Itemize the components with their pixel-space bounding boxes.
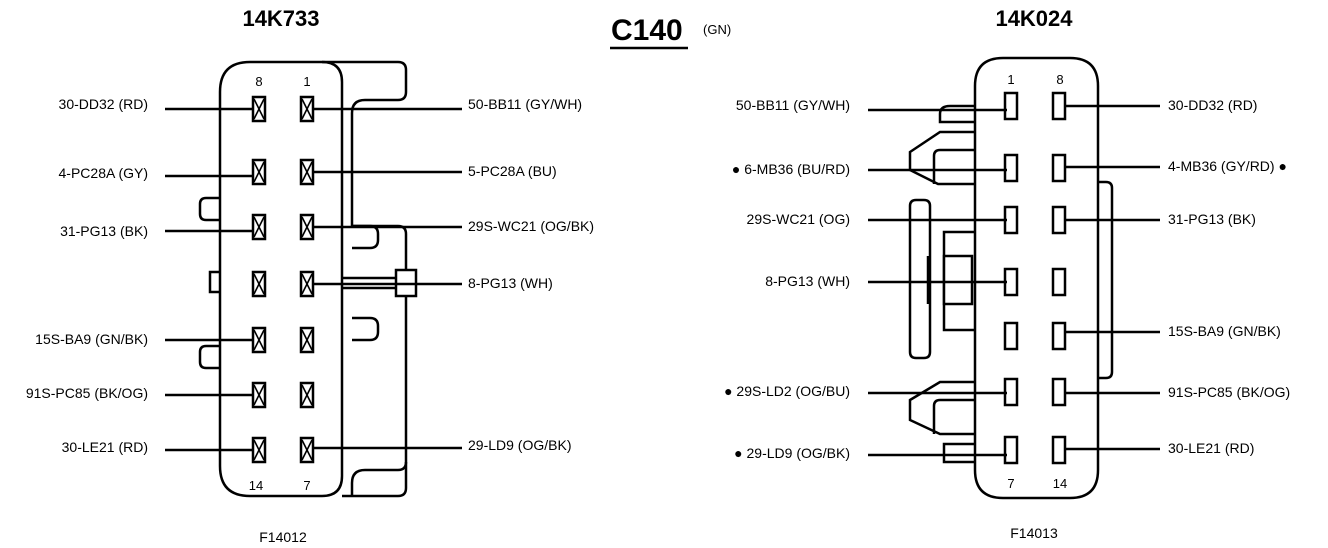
pin-cavity <box>251 270 267 298</box>
pin-cavity <box>1051 435 1067 465</box>
wire-label: 29-LD9 (OG/BK) <box>468 437 571 453</box>
left-latch-edge <box>342 462 408 498</box>
wire-label: ● 29-LD9 (OG/BK) <box>734 445 850 461</box>
pin-cavity <box>1051 267 1067 297</box>
left-pin-number-8: 8 <box>255 74 262 89</box>
pin-cavity <box>1003 321 1019 351</box>
right-connector-left-wires <box>868 108 1007 457</box>
wire-label: 30-DD32 (RD) <box>1168 97 1257 113</box>
pin-cavity <box>1051 91 1067 121</box>
pin-cavity <box>1003 435 1019 465</box>
pin-cavity <box>1051 377 1067 407</box>
left-part-number: 14K733 <box>242 6 319 31</box>
right-latch-lower <box>908 380 975 436</box>
wire-label: 4-PC28A (GY) <box>59 165 148 181</box>
pin-cavity <box>1051 153 1067 183</box>
left-notch-1 <box>352 224 380 250</box>
left-housing <box>218 60 344 498</box>
pin-cavity <box>1051 205 1067 235</box>
wire-label: 8-PG13 (WH) <box>468 275 553 291</box>
wire-label: ● 29S-LD2 (OG/BU) <box>724 383 850 399</box>
wire-label: 30-DD32 (RD) <box>59 96 148 112</box>
pin-cavity <box>299 158 315 186</box>
right-part-number: 14K024 <box>995 6 1073 31</box>
pin-cavity <box>299 213 315 241</box>
wire-label: 31-PG13 (BK) <box>1168 211 1256 227</box>
pin-cavity <box>251 436 267 464</box>
right-pin-number-14: 14 <box>1053 476 1067 491</box>
right-latch-bottom <box>942 442 975 464</box>
wire-label: 15S-BA9 (GN/BK) <box>35 331 148 347</box>
right-pin-number-7: 7 <box>1007 476 1014 491</box>
wire-label: ● 6-MB36 (BU/RD) <box>732 161 850 177</box>
wire-label: 5-PC28A (BU) <box>468 163 557 179</box>
connector-color-code: (GN) <box>703 22 731 37</box>
left-connector-right-wires <box>312 107 462 450</box>
left-notch-2 <box>352 316 380 342</box>
pin-cavity <box>299 95 315 123</box>
right-pin-number-8: 8 <box>1056 72 1063 87</box>
wire-label: 50-BB11 (GY/WH) <box>736 97 850 113</box>
left-tab-3 <box>198 344 220 370</box>
pin-cavity <box>251 158 267 186</box>
wire-label: 8-PG13 (WH) <box>765 273 850 289</box>
left-connector-left-wires <box>165 107 254 452</box>
right-latch-upper <box>908 130 975 186</box>
pin-cavity <box>299 436 315 464</box>
wire-label: 29S-WC21 (OG) <box>747 211 850 227</box>
pin-cavity <box>251 381 267 409</box>
pin-cavity <box>1003 91 1019 121</box>
left-figure-id: F14012 <box>259 529 307 545</box>
pin-cavity <box>251 326 267 354</box>
pin-cavity <box>299 381 315 409</box>
left-pin-number-1: 1 <box>303 74 310 89</box>
left-tab-2 <box>208 270 220 294</box>
pin-cavity <box>299 326 315 354</box>
pin-cavity <box>251 95 267 123</box>
right-pin-number-1: 1 <box>1007 72 1014 87</box>
left-tab-1 <box>198 196 220 222</box>
pin-cavity <box>251 213 267 241</box>
pin-cavity <box>1051 321 1067 351</box>
pin-cavity <box>1003 153 1019 183</box>
pin-cavity <box>299 270 315 298</box>
left-pin-cavities <box>251 95 315 464</box>
connector-id: C140 <box>611 14 683 47</box>
wire-label: 50-BB11 (GY/WH) <box>468 96 582 112</box>
right-connector <box>908 56 1114 500</box>
right-lock-block <box>942 254 974 306</box>
right-rail <box>1098 180 1114 380</box>
left-pin-number-14: 14 <box>249 478 263 493</box>
right-pin-cavities <box>1003 91 1067 465</box>
right-connector-right-wires <box>1064 104 1160 451</box>
wire-label: 30-LE21 (RD) <box>1168 440 1254 456</box>
right-latch-upper-inner <box>932 148 975 184</box>
wire-label: 15S-BA9 (GN/BK) <box>1168 323 1281 339</box>
wire-label: 4-MB36 (GY/RD) ● <box>1168 158 1287 174</box>
right-slot <box>908 198 932 360</box>
right-latch-top <box>938 104 975 124</box>
left-pin-number-7: 7 <box>303 478 310 493</box>
wire-label: 91S-PC85 (BK/OG) <box>1168 384 1290 400</box>
right-housing <box>973 56 1100 500</box>
right-figure-id: F14013 <box>1010 525 1058 541</box>
wire-label: 30-LE21 (RD) <box>62 439 148 455</box>
right-latch-lower-inner <box>932 398 975 434</box>
wire-label: 29S-WC21 (OG/BK) <box>468 218 594 234</box>
wire-label: 31-PG13 (BK) <box>60 223 148 239</box>
wire-label: 91S-PC85 (BK/OG) <box>26 385 148 401</box>
